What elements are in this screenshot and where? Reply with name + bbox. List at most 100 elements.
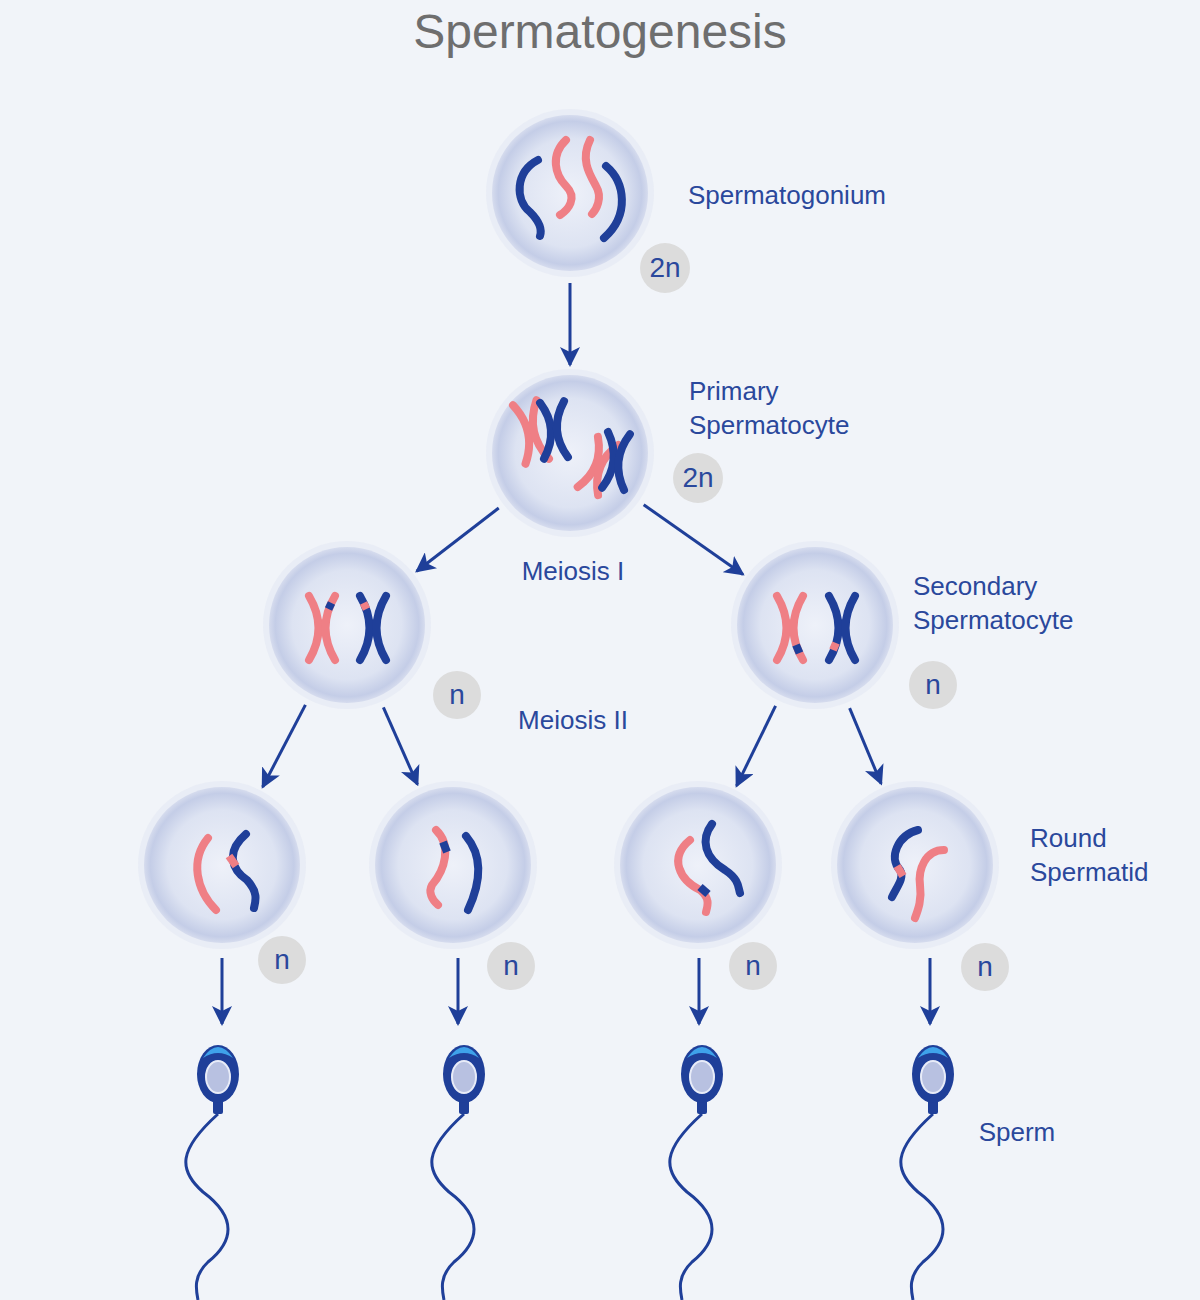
chromatid <box>706 824 740 893</box>
stage-label: Meiosis II <box>518 705 628 736</box>
ploidy-number: n <box>503 952 519 980</box>
sperm-nucleus <box>206 1061 230 1093</box>
ploidy-number: n <box>745 952 761 980</box>
sperm-tail <box>186 1114 228 1300</box>
crossover-band <box>229 856 236 866</box>
chromosome <box>604 166 622 238</box>
division-arrow <box>417 508 499 571</box>
cell-circle: Spermatogonium2n <box>492 115 648 271</box>
chromatid <box>233 834 256 908</box>
crossover-band <box>443 842 447 852</box>
stage-name: Spermatogonium <box>688 179 1008 213</box>
chromatid <box>555 401 568 457</box>
cell-circle: n <box>375 787 531 943</box>
chromatid <box>513 403 534 464</box>
chromatid <box>678 840 707 912</box>
cell-glow <box>369 781 537 949</box>
cell-circle: n <box>269 547 425 703</box>
sperm-head <box>681 1045 723 1103</box>
chromatid <box>777 596 787 660</box>
crossover-band <box>364 603 367 609</box>
sperm-head <box>912 1045 954 1103</box>
cell-circle: Secondary Spermatocyten <box>737 547 893 703</box>
ploidy-badge: 2n <box>640 243 690 293</box>
crossover-band <box>796 645 800 653</box>
ploidy-badge: 2n <box>673 453 723 503</box>
stage-heading-holder: Primary Spermatocyte <box>689 375 899 443</box>
cell-glow <box>731 541 899 709</box>
sperm-midpiece <box>459 1098 469 1114</box>
cell-outline <box>365 777 541 953</box>
sperm-nucleus <box>690 1061 714 1093</box>
sperm-midpiece <box>213 1098 223 1114</box>
cell-circle: n <box>620 787 776 943</box>
title-holder: Spermatogenesis <box>413 3 787 61</box>
chromatid <box>892 830 918 897</box>
chromatid <box>430 830 445 905</box>
stage-label: Sperm <box>979 1117 1056 1148</box>
ploidy-badge: n <box>729 942 777 990</box>
stage-name: Round Spermatid <box>1030 822 1190 890</box>
ploidy-number: n <box>449 681 465 709</box>
chromatid <box>197 838 216 910</box>
chromosome <box>556 140 572 215</box>
cell-glow <box>831 781 999 949</box>
maturation-arrow <box>929 958 932 1024</box>
acrosome <box>687 1047 717 1058</box>
cell-body <box>144 787 300 943</box>
cell-body <box>375 787 531 943</box>
ploidy-badge: n <box>258 936 306 984</box>
cell-circle: Round Spermatidn <box>837 787 993 943</box>
crossover-band <box>897 866 903 876</box>
crossover-band <box>700 887 708 894</box>
cell-outline <box>482 365 658 541</box>
cell-body <box>492 375 648 531</box>
sperm-nucleus <box>921 1061 945 1093</box>
acrosome <box>203 1047 233 1058</box>
chromatid <box>794 596 804 660</box>
stage-heading-holder: Secondary Spermatocyte <box>913 570 1128 638</box>
chromatid <box>590 442 618 495</box>
cell-glow <box>486 369 654 537</box>
sperm-midpiece <box>928 1098 938 1114</box>
cell-body <box>737 547 893 703</box>
crossover-band <box>833 643 836 650</box>
sperm-head <box>197 1045 239 1103</box>
ploidy-number: n <box>274 946 290 974</box>
stage-name: Primary Spermatocyte <box>689 375 899 443</box>
chromatid <box>915 850 944 918</box>
division-arrow <box>644 505 743 575</box>
cell-glow <box>614 781 782 949</box>
chromatid <box>326 596 336 660</box>
cell-outline <box>134 777 310 953</box>
ploidy-badge: n <box>909 661 957 709</box>
crossover-band <box>329 603 332 609</box>
ploidy-badge: n <box>433 671 481 719</box>
cell-body <box>620 787 776 943</box>
ploidy-number: n <box>977 953 993 981</box>
sperm-nucleus <box>452 1061 476 1093</box>
division-arrow <box>569 283 572 365</box>
chromatid <box>616 433 630 490</box>
cell-outline <box>259 537 435 713</box>
stage-name: Secondary Spermatocyte <box>913 570 1128 638</box>
cell-glow <box>138 781 306 949</box>
label-holder: Meiosis I <box>522 556 625 587</box>
label-holder: Sperm <box>979 1117 1056 1148</box>
ploidy-badge: n <box>487 942 535 990</box>
division-arrow <box>383 707 417 784</box>
chromatid <box>829 596 839 660</box>
chromosome <box>520 160 541 236</box>
cell-glow <box>263 541 431 709</box>
chromatid <box>377 596 387 660</box>
cell-outline <box>827 777 1003 953</box>
maturation-arrow <box>221 958 224 1024</box>
cell-body <box>269 547 425 703</box>
ploidy-badge: n <box>961 943 1009 991</box>
sperm-tail <box>670 1114 712 1300</box>
ploidy-number: 2n <box>649 254 680 282</box>
ploidy-number: n <box>925 671 941 699</box>
division-arrow <box>737 706 776 786</box>
